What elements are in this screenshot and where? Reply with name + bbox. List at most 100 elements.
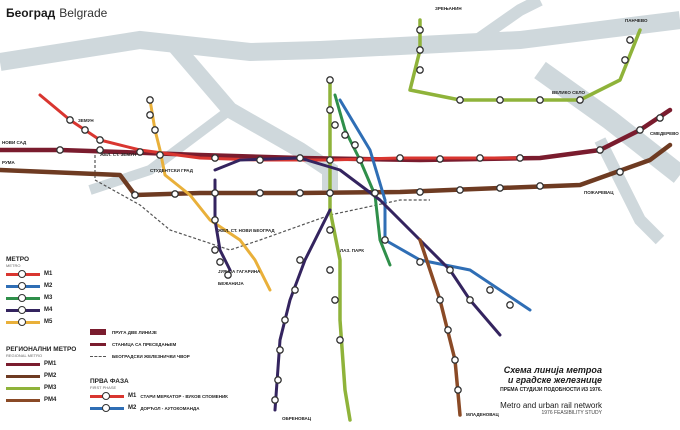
legend-metro-title: МЕТРО [6, 256, 30, 263]
station-marker [171, 190, 179, 198]
legend-m2: M2 [6, 280, 52, 292]
line-pm3 [408, 18, 642, 102]
notes-subtitle-sr: ПРЕМА СТУДИЈИ ПОДОБНОСТИ ИЗ 1976. [500, 387, 602, 393]
station-marker [416, 46, 424, 54]
station-marker [131, 191, 139, 199]
line-m2 [338, 98, 532, 312]
station-marker [616, 168, 624, 176]
legend-symbol-two-lines: ПРУГА ДВЕ ЛИНИЈЕ [90, 326, 190, 338]
station-marker [536, 182, 544, 190]
station-marker [381, 236, 389, 244]
label-mladenovac: МЛАДЕНОВАЦ [466, 412, 500, 417]
station-marker [451, 356, 459, 364]
station-marker [331, 121, 339, 129]
station-marker [156, 151, 164, 159]
label-novi-beograd: ЖЕЛ. СТ. НОВИ БЕОГРАД [217, 228, 275, 233]
label-laz-park: ЛАЗ. ПАРК [340, 248, 364, 253]
station-marker [211, 216, 219, 224]
station-marker [96, 146, 104, 154]
station-marker [621, 56, 629, 64]
label-novi-sad: НОВИ САД [2, 140, 27, 145]
sava-river [163, 34, 338, 190]
station-marker [436, 296, 444, 304]
label-obrenovac: ОБРЕНОВАЦ [282, 416, 312, 421]
title-english: Belgrade [59, 6, 108, 20]
station-marker [636, 126, 644, 134]
station-marker [271, 396, 279, 404]
line-pm3-south [328, 78, 352, 422]
legend-regional: РЕГИОНАЛНИ МЕТРО REGIONAL METRO PM1 PM2 … [6, 346, 76, 406]
notes-title-sr-1: Схема линија метроа [503, 365, 602, 375]
station-layer [56, 26, 664, 404]
station-marker [351, 141, 359, 149]
station-marker [626, 36, 634, 44]
station-marker [296, 256, 304, 264]
label-ruma: РУМА [2, 160, 15, 165]
station-marker [326, 266, 334, 274]
sava-west [88, 106, 233, 195]
station-marker [96, 136, 104, 144]
station-marker [496, 96, 504, 104]
label-smederevo: СМЕДЕРЕВО [650, 131, 679, 136]
legend-symbols: ПРУГА ДВЕ ЛИНИЈЕ СТАНИЦА СА ПРЕСЕДАЊЕМ Б… [90, 326, 190, 362]
notes-title-sr-2: и градске железнице [507, 375, 602, 385]
label-zemun: ЗЕМУН [78, 118, 94, 123]
station-marker [656, 114, 664, 122]
legend-metro-subtitle: METRO [6, 263, 21, 268]
label-jurija-gagarina: ЈУРИЈА ГАГАРИНА [218, 269, 261, 274]
station-marker [476, 154, 484, 162]
station-marker [326, 76, 334, 84]
legend-regional-subtitle: REGIONAL METRO [6, 353, 43, 358]
notes-title-en: Metro and urban rail network [500, 401, 602, 410]
legend-m5: M5 [6, 316, 52, 328]
danube-east-branch [594, 137, 665, 245]
danube-river-branch [466, 0, 543, 50]
legend-pm3: PM3 [6, 382, 76, 394]
legend-m3: M3 [6, 292, 52, 304]
station-marker [256, 189, 264, 197]
station-marker [326, 226, 334, 234]
legend-pm4: PM4 [6, 394, 76, 406]
line-pm4 [273, 208, 332, 412]
station-marker [296, 189, 304, 197]
station-marker [416, 188, 424, 196]
title-serbian: Београд [6, 6, 56, 20]
station-marker [326, 106, 334, 114]
station-marker [81, 126, 89, 134]
station-marker [281, 316, 289, 324]
legend-m1: M1 [6, 268, 52, 280]
station-marker [216, 258, 224, 266]
station-marker [291, 286, 299, 294]
station-marker [336, 336, 344, 344]
label-pozarevac: ПОЖАРЕВАЦ [584, 190, 614, 195]
station-marker [136, 148, 144, 156]
line-m5 [148, 98, 272, 292]
station-marker [396, 154, 404, 162]
legend-m4: M4 [6, 304, 52, 316]
label-zrenjanin: ЗРЕЊАНИН [435, 6, 462, 11]
label-studentski-grad: СТУДЕНТСКИ ГРАД [150, 168, 194, 173]
line-m3 [333, 93, 392, 267]
station-marker [331, 296, 339, 304]
station-marker [454, 386, 462, 394]
line-m4 [213, 156, 502, 337]
station-marker [276, 346, 284, 354]
river-layer [0, 0, 680, 245]
legend-phase-title: ПРВА ФАЗА [90, 378, 129, 385]
station-marker [341, 131, 349, 139]
station-marker [506, 301, 514, 309]
station-marker [256, 156, 264, 164]
legend-metro: МЕТРО METRO M1 M2 M3 M4 M5 [6, 256, 52, 328]
station-marker [456, 186, 464, 194]
station-marker [151, 126, 159, 134]
station-marker [416, 258, 424, 266]
station-marker [224, 271, 232, 279]
station-marker [436, 155, 444, 163]
station-marker [326, 189, 334, 197]
legend-regional-title: РЕГИОНАЛНИ МЕТРО [6, 346, 77, 353]
